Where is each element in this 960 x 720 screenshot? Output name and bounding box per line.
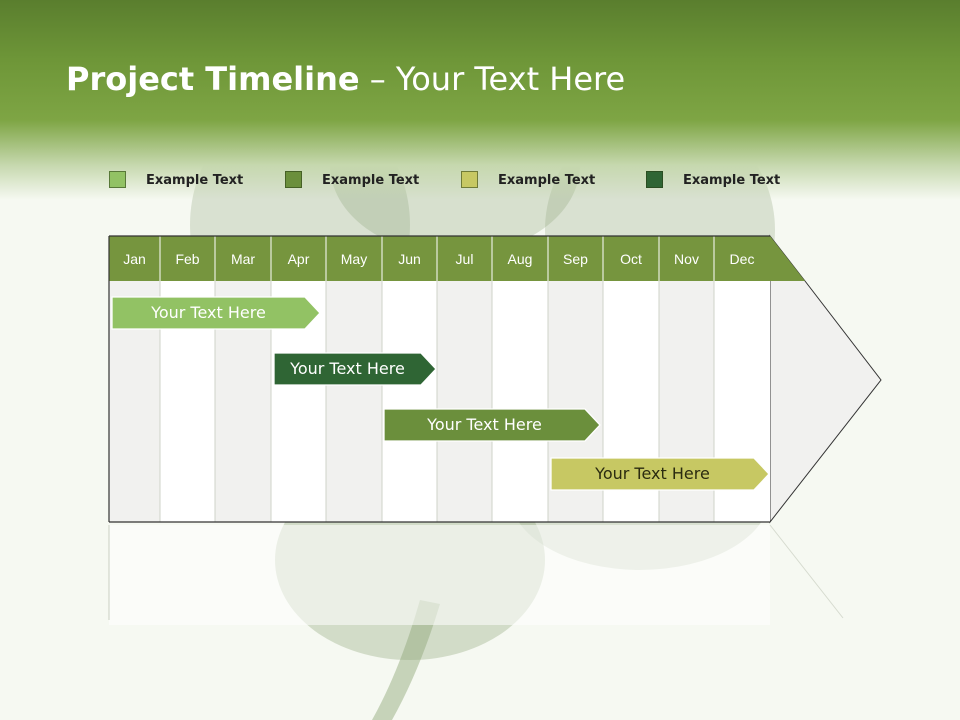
month-header-cell-jun [382, 236, 437, 281]
month-column-jul [437, 281, 492, 522]
timeline-reflection [109, 525, 770, 625]
legend-swatch-olive [461, 171, 478, 188]
month-header-cell-nov [659, 236, 714, 281]
month-label-may: May [340, 251, 368, 267]
month-label-jun: Jun [398, 251, 421, 267]
task-bar-label: Your Text Here [427, 415, 542, 434]
legend-label: Example Text [498, 173, 596, 188]
month-column-aug [492, 281, 548, 522]
task-bar-label: Your Text Here [290, 359, 405, 378]
month-header-cell-mar [215, 236, 271, 281]
title-subtext: – Your Text Here [359, 60, 626, 98]
month-header-cell-sep [548, 236, 603, 281]
month-label-nov: Nov [674, 251, 699, 267]
month-header-cell-oct [603, 236, 659, 281]
month-label-aug: Aug [507, 251, 533, 267]
month-column-jun [382, 281, 437, 522]
arrow-head-header-corner [770, 236, 805, 281]
task-bar-1 [111, 296, 321, 330]
month-header-cell-dec [714, 236, 770, 281]
slide-title: Project Timeline – Your Text Here [66, 60, 625, 98]
month-header-cell-feb [160, 236, 215, 281]
month-header-cell-may [326, 236, 382, 281]
task-bar-label: Your Text Here [595, 464, 710, 483]
legend-label: Example Text [322, 173, 420, 188]
month-label-mar: Mar [230, 251, 256, 267]
header-band [0, 0, 960, 200]
month-header-cell-apr [271, 236, 326, 281]
month-label-sep: Sep [563, 251, 588, 267]
legend-label: Example Text [146, 173, 244, 188]
legend-swatch-mid-green [285, 171, 302, 188]
task-bar-3 [383, 408, 601, 442]
month-header-cell-jul [437, 236, 492, 281]
month-label-dec: Dec [729, 251, 755, 267]
month-label-feb: Feb [175, 251, 200, 267]
legend-swatch-light-green [109, 171, 126, 188]
month-header-cell-jan [109, 236, 160, 281]
clover-stem [372, 600, 440, 720]
legend-label: Example Text [683, 173, 781, 188]
title-bold-text: Project Timeline [66, 60, 360, 98]
reflection-arrow-edge [769, 524, 844, 619]
month-column-may [326, 281, 382, 522]
month-label-apr: Apr [287, 251, 310, 267]
task-bar-label: Your Text Here [151, 303, 266, 322]
month-label-oct: Oct [620, 251, 642, 267]
task-bar-4 [550, 457, 770, 491]
month-header-cell-aug [492, 236, 548, 281]
month-label-jul: Jul [455, 251, 474, 267]
task-bar-2 [273, 352, 437, 386]
month-label-jan: Jan [123, 251, 146, 267]
legend-swatch-dark-green [646, 171, 663, 188]
